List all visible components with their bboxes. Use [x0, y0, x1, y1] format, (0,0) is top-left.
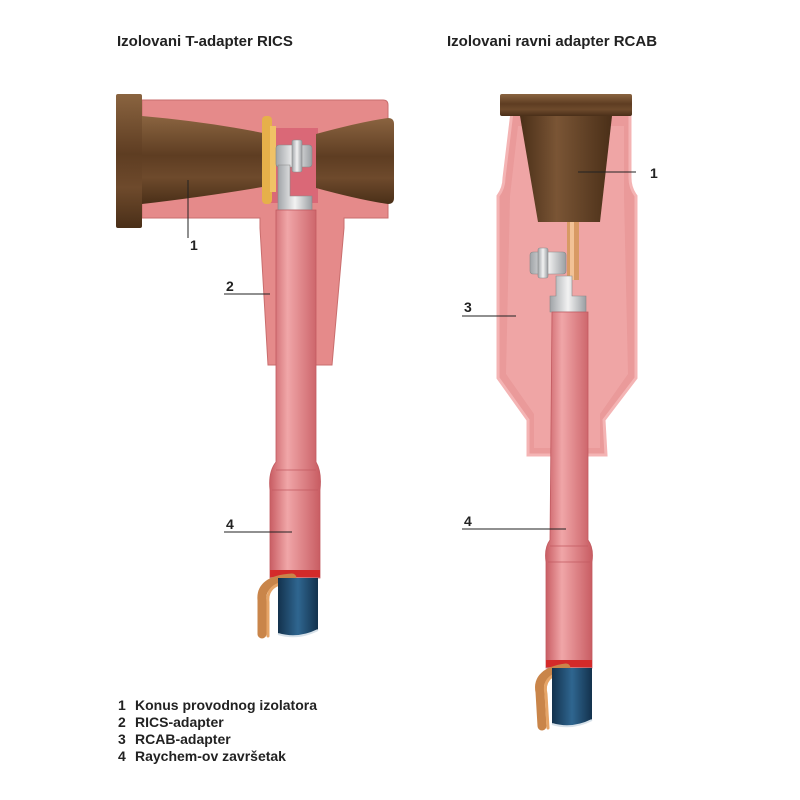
rcab-callout-3: 3: [464, 299, 472, 315]
red-seal: [270, 570, 320, 577]
bushing-cone: [520, 116, 612, 222]
rcab-callout-4: 4: [464, 513, 472, 529]
raychem-termination-right: [545, 311, 593, 669]
cable-core: [278, 578, 318, 637]
bolt-head: [291, 139, 303, 173]
rcab-callout-1: 1: [650, 165, 658, 181]
straight-adapter-rcab: 1 3 4: [462, 94, 658, 731]
callout-4: 4: [226, 516, 234, 532]
bushing-cone-left: [142, 116, 268, 204]
rcab-red-seal: [546, 660, 592, 667]
bushing-cap: [500, 94, 632, 116]
brass-washer: [270, 126, 276, 192]
callout-2: 2: [226, 278, 234, 294]
brass-contact: [262, 116, 272, 204]
bushing-flange: [116, 94, 142, 228]
raychem-termination-left: [269, 209, 321, 579]
rcab-cable-core: [552, 668, 592, 727]
title-t-adapter: Izolovani T-adapter RICS: [117, 33, 293, 50]
t-adapter-rics: 1 2 4: [116, 94, 394, 639]
title-straight-adapter: Izolovani ravni adapter RCAB: [447, 33, 658, 50]
insulating-plug-right: [316, 118, 394, 204]
callout-1: 1: [190, 237, 198, 253]
